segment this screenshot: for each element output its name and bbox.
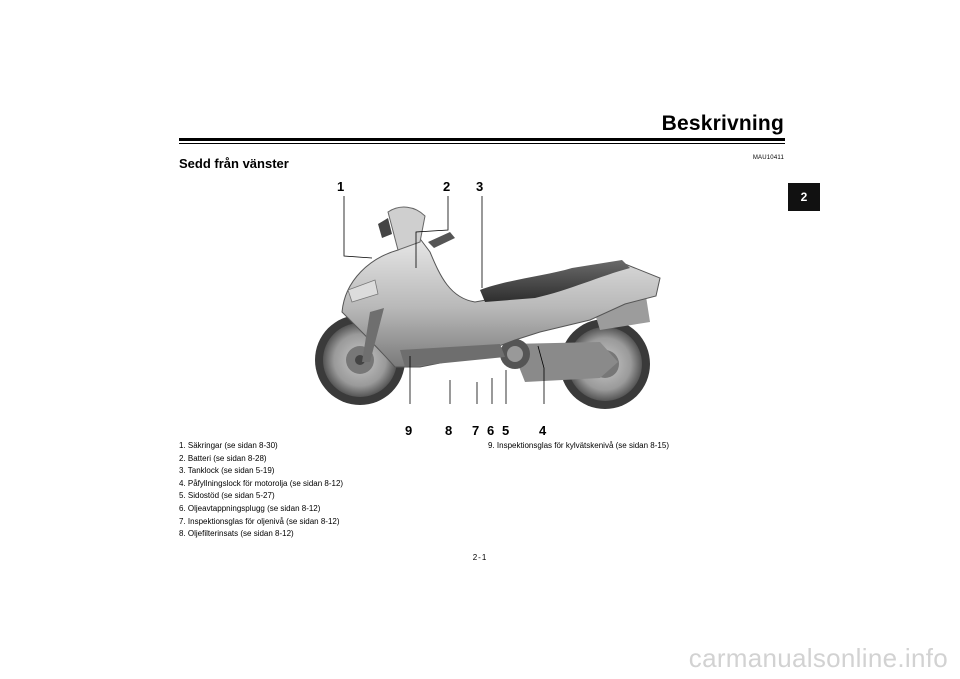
handlebar [428,232,455,248]
legend-item: 6. Oljeavtappningsplugg (se sidan 8-12) [179,503,321,513]
legend-item: 7. Inspektionsglas för oljenivå (se sida… [179,516,340,526]
header-rule-thick [179,138,785,141]
legend-item: 2. Batteri (se sidan 8-28) [179,453,267,463]
callout-9: 9 [405,423,413,438]
headlight [347,279,379,303]
callout-7: 7 [472,423,480,438]
scooter-drawing [315,196,661,409]
swingarm [510,342,618,382]
legend-item: 5. Sidostöd (se sidan 5-27) [179,491,275,501]
chapter-tab[interactable]: 2 [788,183,820,211]
legend-item: 9. Inspektionsglas för kylvätskenivå (se… [488,441,669,450]
callout-8: 8 [445,423,453,438]
legend-item: 8. Oljefilterinsats (se sidan 8-12) [179,529,294,539]
callout-3: 3 [476,179,484,194]
legend-list-left: 1. Säkringar (se sidan 8-30) 2. Batteri … [179,440,343,541]
page-title: Beskrivning [661,112,784,135]
document-code: MAU10411 [752,155,784,161]
legend-item: 3. Tanklock (se sidan 5-19) [179,466,275,476]
header-rule-thin [179,143,785,144]
section-heading: Sedd från vänster [179,156,289,171]
mirror [378,218,392,238]
scooter-illustration [300,172,680,440]
callout-6: 6 [487,423,495,438]
callout-4: 4 [539,423,547,438]
body-panel [341,235,661,368]
callout-1: 1 [337,179,345,194]
front-fork [362,308,384,362]
legend-list-right: 9. Inspektionsglas för kylvätskenivå (se… [488,440,669,453]
callout-2: 2 [443,179,451,194]
watermark: carmanualsonline.info [688,643,948,673]
leader-lines [343,196,545,404]
seat [480,260,630,302]
legend-item: 4. Påfyllningslock för motorolja (se sid… [179,478,344,488]
floorboard [400,344,505,367]
callout-5: 5 [502,423,510,438]
legend-item: 1. Säkringar (se sidan 8-30) [179,441,278,450]
page-number: 2-1 [472,553,488,562]
